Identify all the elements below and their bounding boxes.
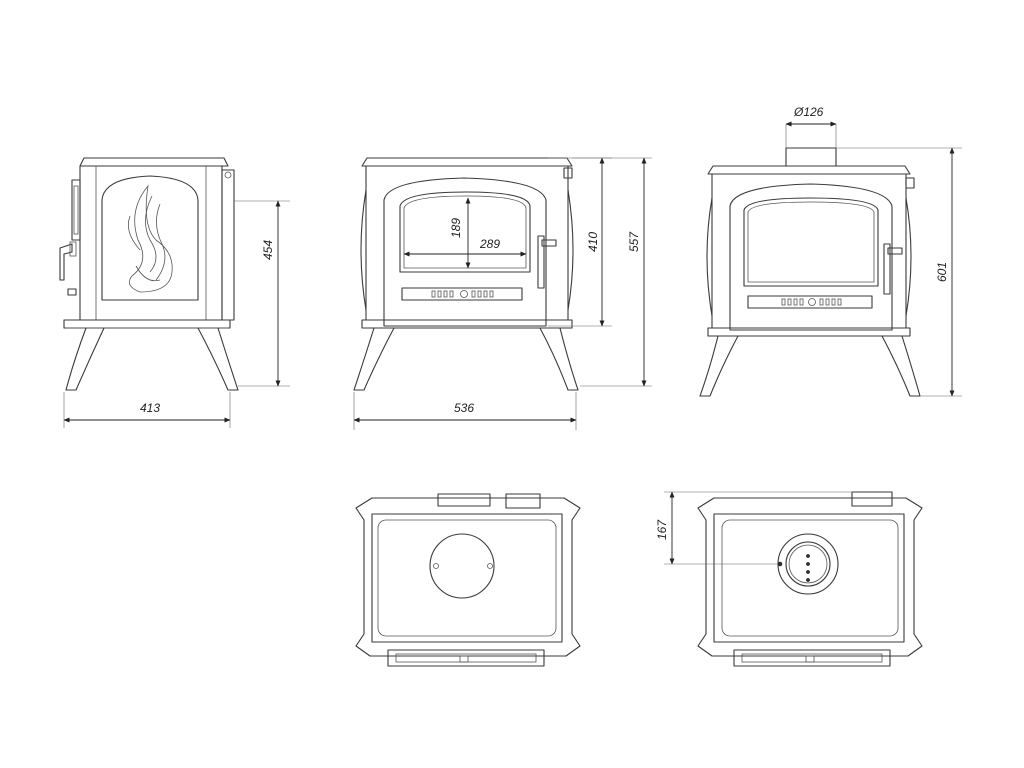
air-vent-slots-2: [781, 298, 842, 306]
dim-glass-height: 189: [449, 218, 463, 238]
dim-side-depth: 413: [140, 401, 160, 415]
side-view: [59, 157, 290, 428]
flame-icon: [127, 184, 173, 293]
dim-front-width: 536: [454, 401, 474, 415]
flue-bolts: [777, 554, 810, 582]
dim-total-height: 557: [627, 231, 641, 252]
dim-flue-diameter: Ø126: [793, 105, 824, 119]
flue-front-view: [699, 121, 962, 397]
top-view-right: [664, 491, 923, 667]
front-view: [353, 157, 652, 430]
dim-rear-height: 601: [935, 262, 949, 282]
dim-flue-offset: 167: [655, 519, 669, 540]
dim-glass-width: 289: [479, 237, 500, 251]
top-view-left: [355, 493, 581, 667]
air-vent-slots: [431, 290, 494, 298]
dim-side-height: 454: [261, 240, 275, 260]
dim-door-height: 410: [586, 232, 600, 252]
